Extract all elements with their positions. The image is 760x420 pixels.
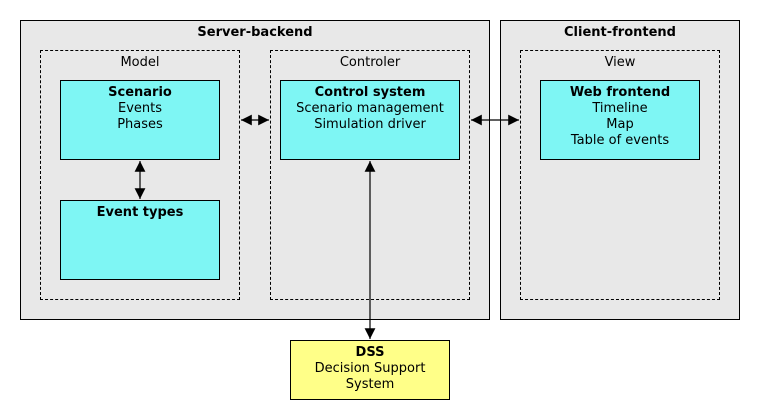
event-types-box: Event types	[60, 200, 220, 280]
model-label: Model	[120, 55, 160, 70]
web-frontend-line: Map	[606, 117, 634, 132]
view-package: View	[520, 50, 720, 300]
control-system-line: Simulation driver	[314, 117, 426, 132]
scenario-title: Scenario	[108, 85, 172, 100]
control-system-box: Control system Scenario management Simul…	[280, 80, 460, 160]
control-system-line: Scenario management	[296, 101, 444, 116]
dss-line: Decision Support	[314, 361, 426, 376]
event-types-title: Event types	[96, 205, 184, 220]
dss-box: DSS Decision Support System	[290, 340, 450, 400]
scenario-line: Phases	[117, 117, 163, 132]
scenario-line: Events	[117, 101, 162, 116]
client-frontend-title: Client-frontend	[564, 25, 676, 40]
controller-label: Controler	[339, 55, 401, 70]
client-frontend-container: Client-frontend	[500, 20, 740, 320]
view-label: View	[604, 55, 636, 70]
dss-line: System	[345, 377, 395, 392]
model-package: Model	[40, 50, 240, 300]
control-system-title: Control system	[314, 85, 426, 100]
web-frontend-line: Timeline	[592, 101, 648, 116]
web-frontend-box: Web frontend Timeline Map Table of event…	[540, 80, 700, 160]
web-frontend-line: Table of events	[570, 133, 670, 148]
web-frontend-title: Web frontend	[569, 85, 671, 100]
scenario-box: Scenario Events Phases	[60, 80, 220, 160]
server-backend-title: Server-backend	[197, 25, 313, 40]
dss-title: DSS	[355, 345, 385, 360]
